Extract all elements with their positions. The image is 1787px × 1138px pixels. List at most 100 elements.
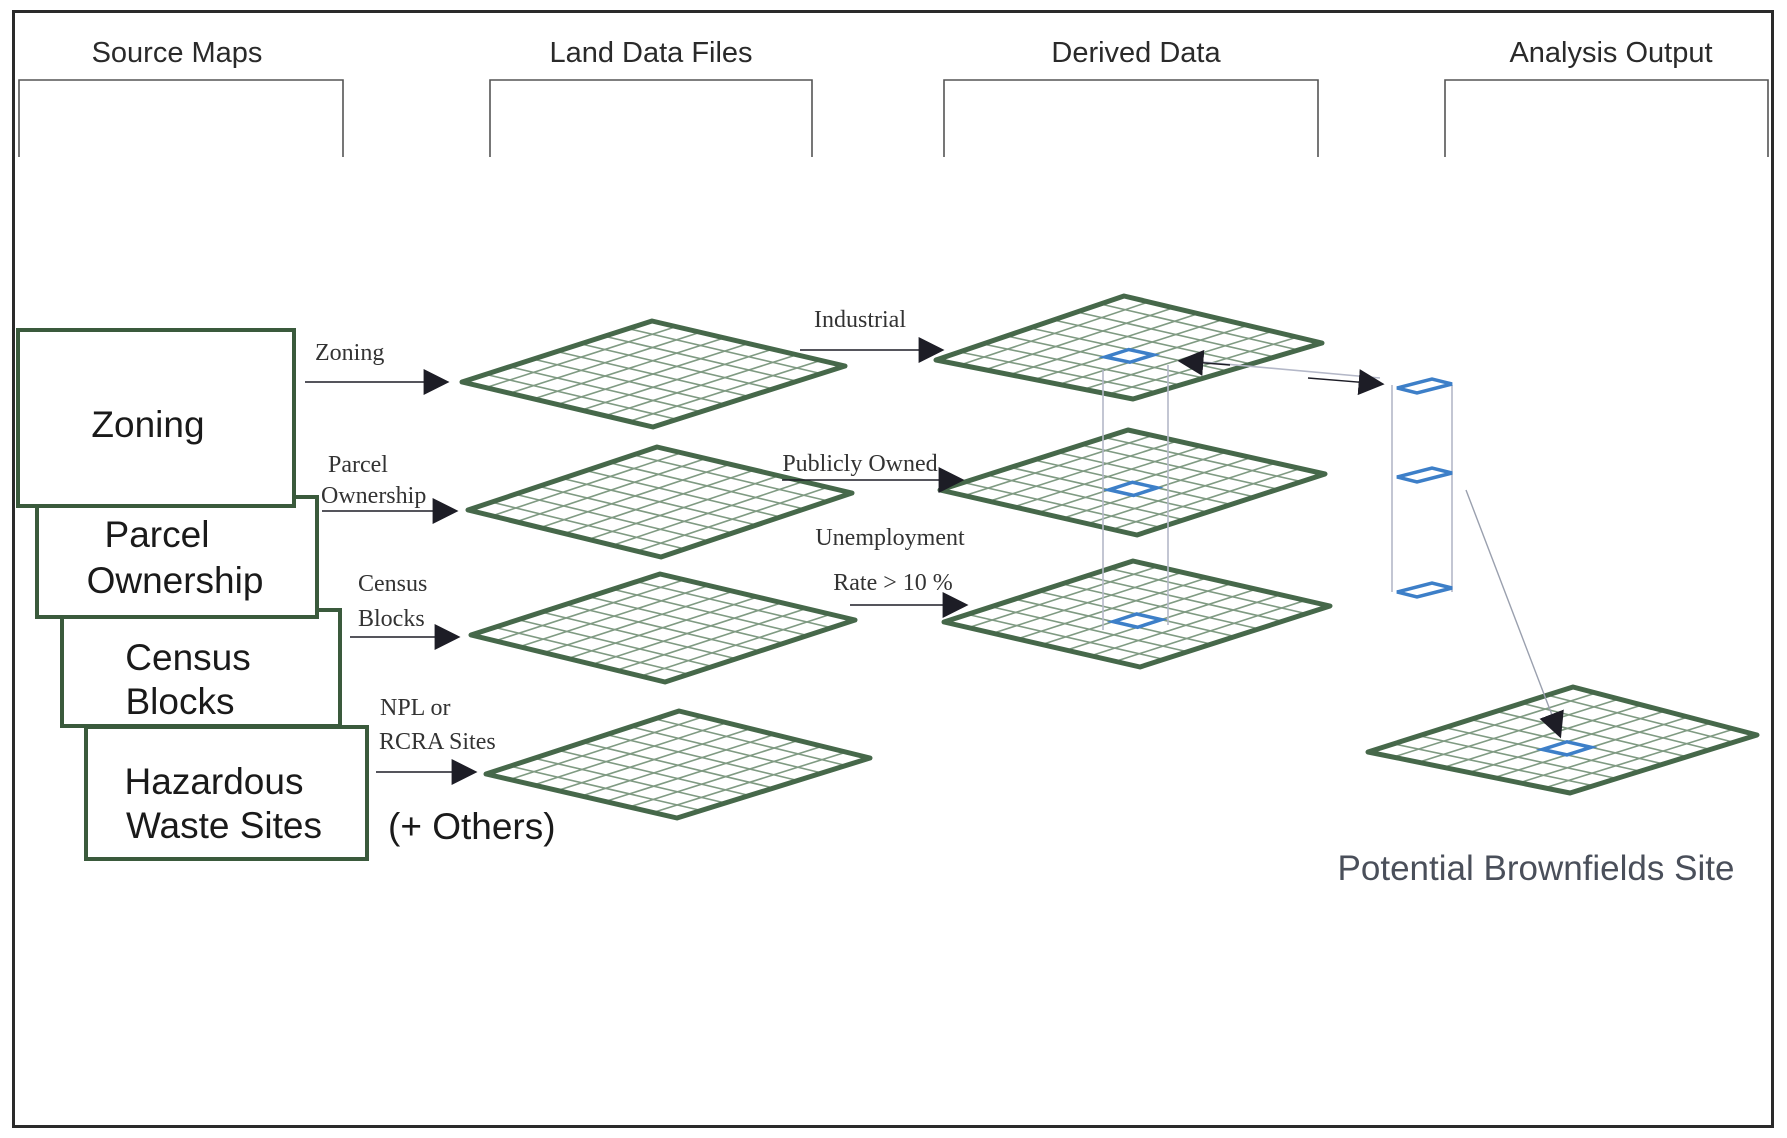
header-source-maps: Source Maps — [92, 37, 263, 69]
grid-line — [629, 745, 823, 808]
label-publicly-owned: Publicly Owned — [782, 451, 937, 477]
grid-line — [580, 343, 774, 390]
arrow-to-output-stack — [1307, 369, 1385, 396]
grid-line — [1090, 593, 1281, 657]
census-label-line1: Census — [125, 637, 250, 678]
parcel-label-line2: Ownership — [87, 560, 264, 601]
label-npl-line1: NPL or — [380, 695, 450, 721]
parcel-label-line1: Parcel — [105, 514, 210, 555]
grid-outline — [937, 427, 1328, 538]
grid-line — [581, 348, 773, 411]
grid-line — [612, 480, 804, 547]
grid-line — [606, 733, 798, 782]
grid-line — [628, 327, 822, 375]
grid-line — [1087, 462, 1276, 525]
header-bracket-land-data-files — [489, 79, 813, 157]
grid-line — [588, 596, 784, 645]
grid-line — [1057, 451, 1255, 498]
label-npl-line2: RCRA Sites — [379, 729, 496, 755]
grid-outline — [933, 293, 1325, 402]
land-grid-census — [468, 571, 858, 685]
derived-grid-industrial — [933, 293, 1325, 402]
highlighted-cell — [1098, 347, 1161, 365]
grid-line — [630, 725, 822, 774]
grid-line — [557, 342, 749, 406]
grid-line — [1519, 722, 1712, 784]
grid-line — [636, 486, 828, 552]
label-industrial: Industrial — [814, 307, 906, 333]
header-bracket-derived-data — [943, 79, 1319, 157]
grid-outline — [468, 571, 858, 685]
grid-line — [1547, 694, 1734, 744]
highlighted-cell — [1106, 612, 1168, 630]
grid-line — [1085, 575, 1283, 623]
others-label: (+ Others) — [388, 806, 556, 847]
label-zoning: Zoning — [315, 340, 384, 366]
hazardous-label-line1: Hazardous — [125, 761, 304, 802]
arrow-to-brownfields-grid — [1465, 489, 1564, 739]
header-bracket-source-maps — [18, 79, 344, 157]
label-unemployment-line2: Rate > 10 % — [833, 570, 953, 596]
grid-line — [628, 359, 822, 423]
header-derived-data: Derived Data — [1051, 37, 1221, 69]
connector-to-output-stack — [1202, 361, 1381, 379]
grid-line — [585, 469, 781, 518]
output-label: Potential Brownfields Site — [1338, 849, 1735, 888]
derived-arrows — [782, 337, 969, 618]
header-bracket-analysis-output — [1444, 79, 1769, 157]
arrow-back-to-industrial-cell — [1177, 349, 1231, 376]
output-arrows — [1177, 349, 1564, 739]
grid-line — [654, 718, 847, 767]
grid-line — [564, 469, 755, 535]
land-grid-npl — [483, 708, 873, 821]
zoning-label: Zoning — [91, 404, 204, 445]
source-box-census-blocks: Census Blocks — [60, 608, 342, 728]
grid-line — [640, 613, 831, 677]
label-parcel-line1: Parcel — [328, 452, 388, 478]
grid-line — [1053, 319, 1252, 365]
label-census-line2: Blocks — [358, 606, 425, 632]
source-box-zoning: Zoning — [16, 328, 296, 508]
grid-line — [616, 607, 807, 672]
grid-outline — [459, 318, 848, 430]
grid-line — [605, 739, 799, 803]
highlighted-cell — [1102, 480, 1164, 498]
output-cell-stack — [1391, 377, 1453, 599]
overlay-connectors — [1102, 361, 1381, 630]
grid-line — [588, 474, 780, 541]
land-grid-parcel — [465, 444, 855, 560]
grid-line — [612, 588, 808, 637]
grid-line — [1080, 444, 1279, 491]
hazardous-label-line2: Waste Sites — [126, 805, 322, 846]
source-arrows — [305, 369, 478, 785]
derived-grid-unemployment — [941, 558, 1333, 670]
header-analysis-output: Analysis Output — [1509, 37, 1712, 69]
grid-line — [1061, 583, 1259, 630]
grid-line — [1109, 567, 1307, 615]
source-box-parcel-ownership: Parcel Ownership — [35, 495, 319, 619]
output-cell-public — [1396, 466, 1453, 484]
grid-line — [1076, 311, 1275, 358]
output-cell-unemployment — [1396, 581, 1453, 599]
grid-line — [1100, 303, 1299, 351]
grid-line — [633, 454, 829, 502]
grid-line — [605, 353, 797, 417]
grid-outline — [465, 444, 855, 560]
output-grid-brownfields — [1365, 684, 1760, 796]
header-land-data-files: Land Data Files — [549, 37, 752, 69]
grid-line — [1544, 728, 1735, 789]
grid-line — [652, 751, 847, 814]
source-box-hazardous-waste-sites: Hazardous Waste Sites — [84, 725, 369, 861]
census-label-line2: Blocks — [126, 681, 235, 722]
derived-labels: Industrial Publicly Owned Unemployment R… — [782, 307, 965, 596]
source-map-stack: Hazardous Waste Sites Census Blocks Parc… — [16, 328, 369, 861]
grid-line — [567, 596, 758, 660]
column-headers: Source Maps Land Data Files Derived Data… — [18, 37, 1769, 157]
grid-outline — [483, 708, 873, 821]
grid-line — [1495, 710, 1688, 758]
source-arrow-labels: Zoning Parcel Ownership Census Blocks NP… — [315, 340, 496, 755]
land-grid-zoning — [459, 318, 848, 430]
output-cell-industrial — [1396, 377, 1453, 395]
derived-grid-public — [937, 427, 1328, 538]
